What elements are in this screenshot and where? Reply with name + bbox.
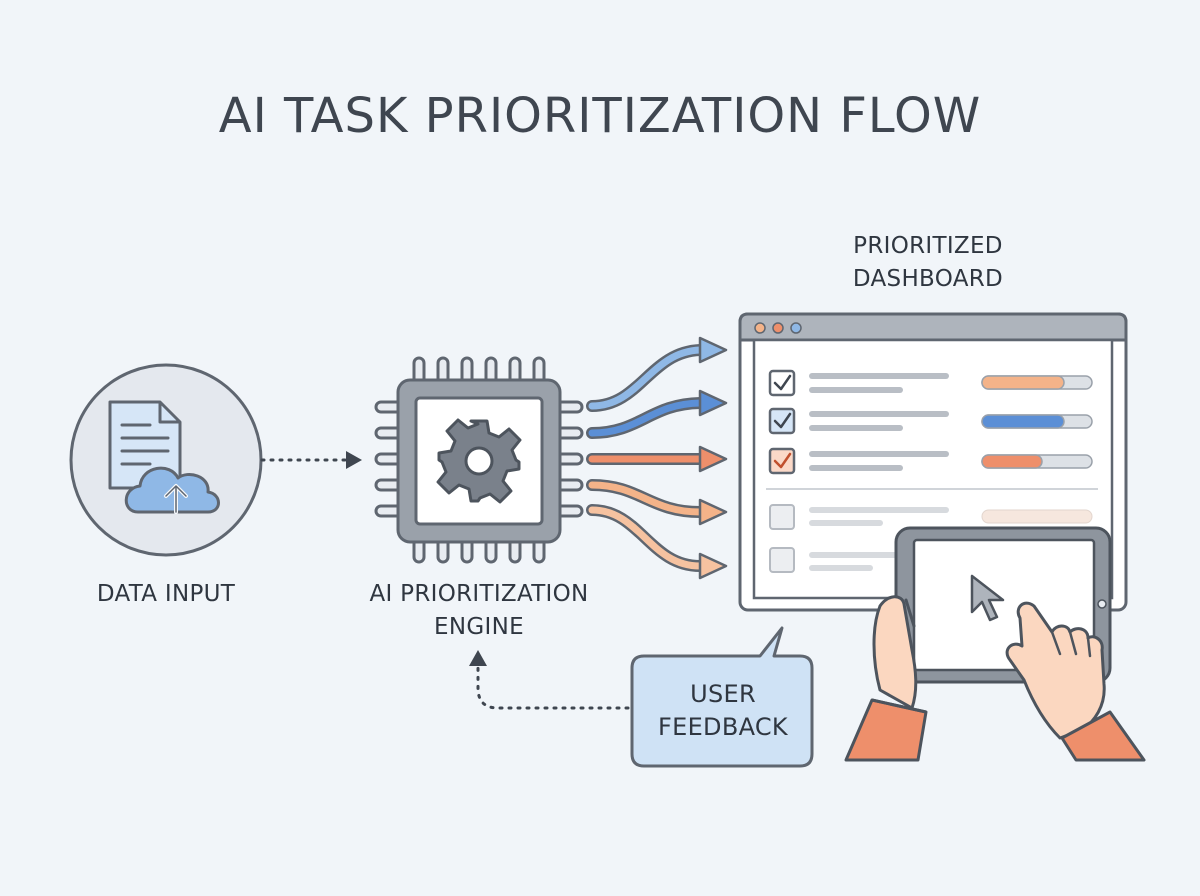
feedback-label-line-2: FEEDBACK [658, 713, 788, 741]
data-input-label: DATA INPUT [96, 581, 236, 607]
dashboard-row-5 [769, 547, 903, 573]
output-arrow-3 [586, 445, 728, 473]
dashboard-row-4 [769, 504, 1093, 530]
gear-icon [436, 418, 522, 504]
output-arrow-4 [586, 479, 728, 526]
feedback-label-line-1: USER [690, 680, 756, 708]
feedback-bubble [630, 626, 814, 768]
dashboard-row-3 [768, 447, 1093, 475]
dashboard-label: PRIORITIZED DASHBOARD [818, 230, 1038, 296]
output-arrow-1 [586, 336, 728, 412]
output-arrow-2 [586, 389, 728, 439]
document-icon [108, 400, 182, 490]
hands-icon [844, 595, 1146, 762]
cursor-icon [970, 574, 1005, 622]
dashboard-label-line-2: DASHBOARD [852, 266, 1004, 292]
page-title: AI TASK PRIORITIZATION FLOW [218, 88, 982, 144]
output-arrow-5 [586, 504, 728, 580]
dashboard-window [738, 312, 1128, 612]
dashboard-label-line-1: PRIORITIZED [853, 233, 1003, 259]
data-input-node [69, 363, 263, 557]
engine-label-line-1: AI PRIORITIZATION [369, 581, 589, 607]
feedback-to-engine-arrow [476, 662, 630, 710]
output-arrows [586, 336, 728, 580]
engine-label-line-2: ENGINE [434, 614, 524, 640]
engine-label: AI PRIORITIZATION ENGINE [340, 578, 618, 644]
feedback-label: USER FEEDBACK [634, 678, 812, 744]
dashboard-row-1 [768, 369, 1093, 397]
cloud-upload-icon [124, 466, 220, 514]
dashboard-row-2 [768, 407, 1093, 435]
